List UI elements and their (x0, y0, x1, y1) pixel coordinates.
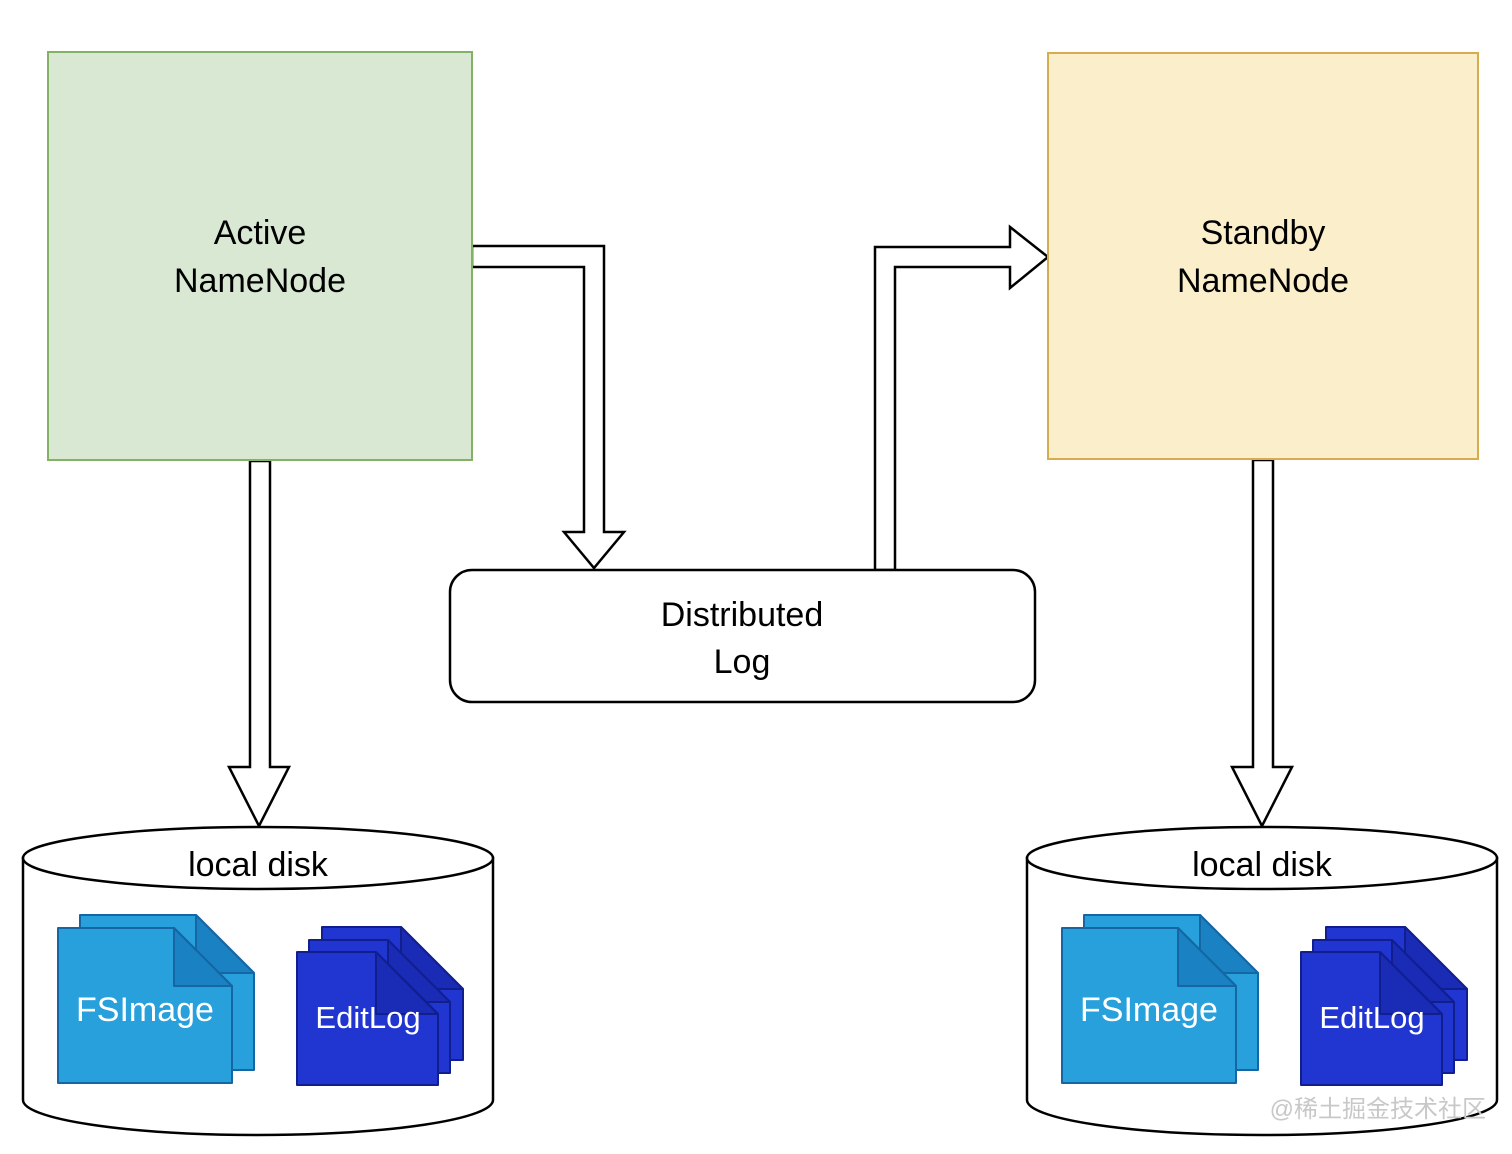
watermark-text: @稀土掘金技术社区 (1270, 1096, 1486, 1123)
left-editlog-docs: EditLog (296, 926, 464, 1086)
editlog-front-page-fold (1379, 951, 1443, 1015)
left-disk-cylinder-top (21, 825, 495, 891)
active-namenode-label-line1: Active (214, 214, 307, 252)
distributed-log-box (448, 568, 1037, 704)
distributed-log-label-line1: Distributed (661, 596, 824, 634)
left-disk-label: local disk (188, 846, 329, 884)
active-namenode-node: Active NameNode (47, 51, 473, 461)
standby-namenode-node: Standby NameNode (1047, 52, 1479, 460)
fsimage-back-page-fold (195, 914, 255, 974)
arrow-standby-to-right-disk (1229, 458, 1295, 829)
right-fsimage-label: FSImage (1080, 991, 1218, 1029)
standby-namenode-box (1047, 52, 1479, 460)
arrow-active-to-distributed-log (470, 244, 627, 570)
fsimage-front-page-fold (1177, 927, 1237, 987)
right-disk-label: local disk (1192, 846, 1333, 884)
active-namenode-box (47, 51, 473, 461)
distributed-log-node: Distributed Log (448, 568, 1037, 704)
right-editlog-label: EditLog (1319, 1000, 1424, 1035)
fsimage-front-page-fold (173, 927, 233, 987)
right-editlog-docs: EditLog (1300, 926, 1468, 1086)
arrow-distributed-log-to-standby (873, 224, 1050, 572)
right-disk-cylinder-top (1025, 825, 1499, 891)
right-local-disk: local disk FSImage EditLog (1025, 825, 1499, 1137)
left-local-disk: local disk FSImage EditLog (21, 825, 495, 1137)
arrow-active-to-left-disk (226, 459, 292, 829)
standby-namenode-label-line2: NameNode (1177, 262, 1349, 300)
left-fsimage-label: FSImage (76, 991, 214, 1029)
fsimage-back-page-fold (1199, 914, 1259, 974)
active-namenode-label-line2: NameNode (174, 262, 346, 300)
right-fsimage-docs: FSImage (1061, 914, 1259, 1084)
editlog-front-page-fold (375, 951, 439, 1015)
left-editlog-label: EditLog (315, 1000, 420, 1035)
left-fsimage-docs: FSImage (57, 914, 255, 1084)
standby-namenode-label-line1: Standby (1201, 214, 1326, 252)
distributed-log-label-line2: Log (714, 643, 771, 681)
